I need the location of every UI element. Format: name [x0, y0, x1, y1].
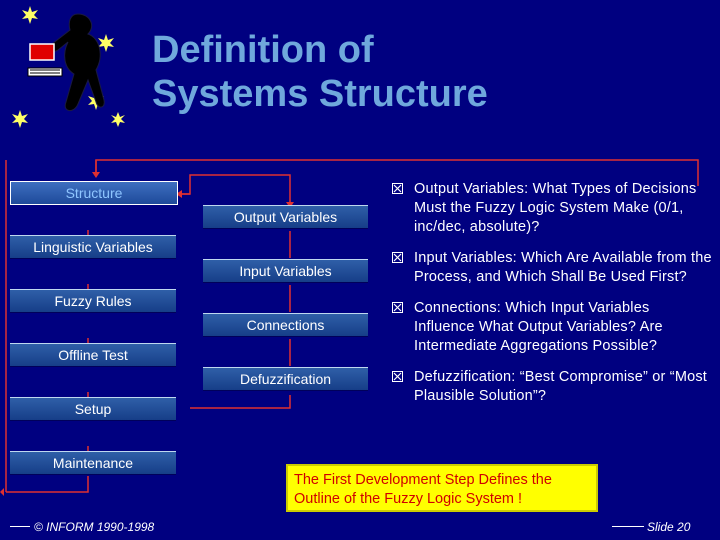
substep-input-variables[interactable]: Input Variables	[203, 259, 368, 283]
substep-output-variables[interactable]: Output Variables	[203, 205, 368, 229]
step-maintenance[interactable]: Maintenance	[10, 451, 176, 475]
step-setup[interactable]: Setup	[10, 397, 176, 421]
footer-slide-number: Slide 20	[647, 520, 691, 534]
bullet-x-icon	[392, 302, 403, 313]
footer-rule-left	[10, 526, 30, 527]
title-line-2: Systems Structure	[152, 73, 488, 115]
bullet-list: Output Variables: What Types of Decision…	[388, 180, 714, 418]
bullet-text: Defuzzification: “Best Compromise” or “M…	[414, 369, 708, 404]
bullet-connections: Connections: Which Input Variables Influ…	[388, 299, 714, 356]
bullet-defuzzification: Defuzzification: “Best Compromise” or “M…	[388, 368, 714, 406]
title-line-1: Definition of	[152, 29, 374, 71]
step-structure[interactable]: Structure	[10, 181, 178, 205]
footer-copyright: © INFORM 1990-1998	[34, 520, 155, 534]
footer-rule-right	[612, 526, 644, 527]
callout-box: The First Development Step Defines the O…	[286, 464, 598, 512]
page-title: Definition of Systems Structure	[152, 28, 488, 116]
bullet-text: Input Variables: Which Are Available fro…	[414, 250, 712, 285]
substep-connections[interactable]: Connections	[203, 313, 368, 337]
bullet-x-icon	[392, 252, 403, 263]
step-offline-test[interactable]: Offline Test	[10, 343, 176, 367]
bullet-text: Connections: Which Input Variables Influ…	[414, 300, 663, 354]
bullet-x-icon	[392, 183, 403, 194]
bullet-output-variables: Output Variables: What Types of Decision…	[388, 180, 714, 237]
substep-defuzzification[interactable]: Defuzzification	[203, 367, 368, 391]
step-fuzzy-rules[interactable]: Fuzzy Rules	[10, 289, 176, 313]
bullet-text: Output Variables: What Types of Decision…	[414, 181, 697, 235]
logo-figure-icon	[12, 6, 125, 128]
step-linguistic-variables[interactable]: Linguistic Variables	[10, 235, 176, 259]
bullet-input-variables: Input Variables: Which Are Available fro…	[388, 249, 714, 287]
bullet-x-icon	[392, 371, 403, 382]
